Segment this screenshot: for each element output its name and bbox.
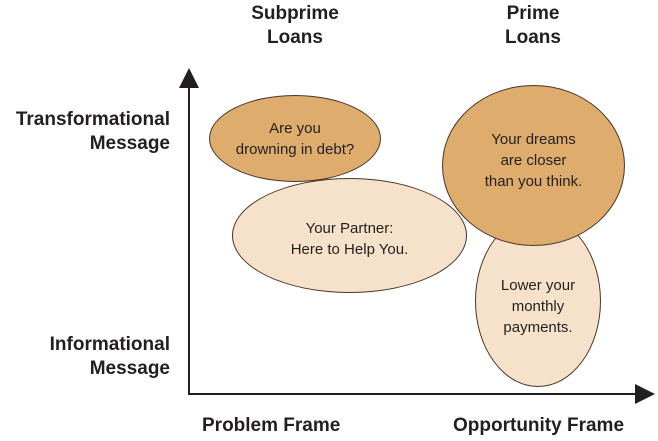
x-axis-label-problem-frame: Problem Frame xyxy=(202,415,341,436)
row-header-transformational: Transformational Message xyxy=(15,109,170,154)
row-header-informational: Informational Message xyxy=(49,334,170,379)
bubble-drowning-in-debt: Are you drowning in debt? xyxy=(209,95,381,182)
bubble-drowning-in-debt-text: Are you drowning in debt? xyxy=(235,119,355,158)
bubble-your-dreams: Your dreams are closer than you think. xyxy=(442,85,625,246)
column-header-prime: Prime Loans xyxy=(505,3,561,48)
x-axis-label-opportunity-frame: Opportunity Frame xyxy=(453,415,625,436)
bubble-your-partner-text: Your Partner: Here to Help You. xyxy=(290,219,409,258)
bubble-your-dreams-text: Your dreams are closer than you think. xyxy=(484,131,583,190)
bubble-your-partner: Your Partner: Here to Help You. xyxy=(232,178,467,293)
bubble-lower-payments-text: Lower your monthly payments. xyxy=(500,276,576,336)
column-header-subprime: Subprime Loans xyxy=(251,3,339,48)
